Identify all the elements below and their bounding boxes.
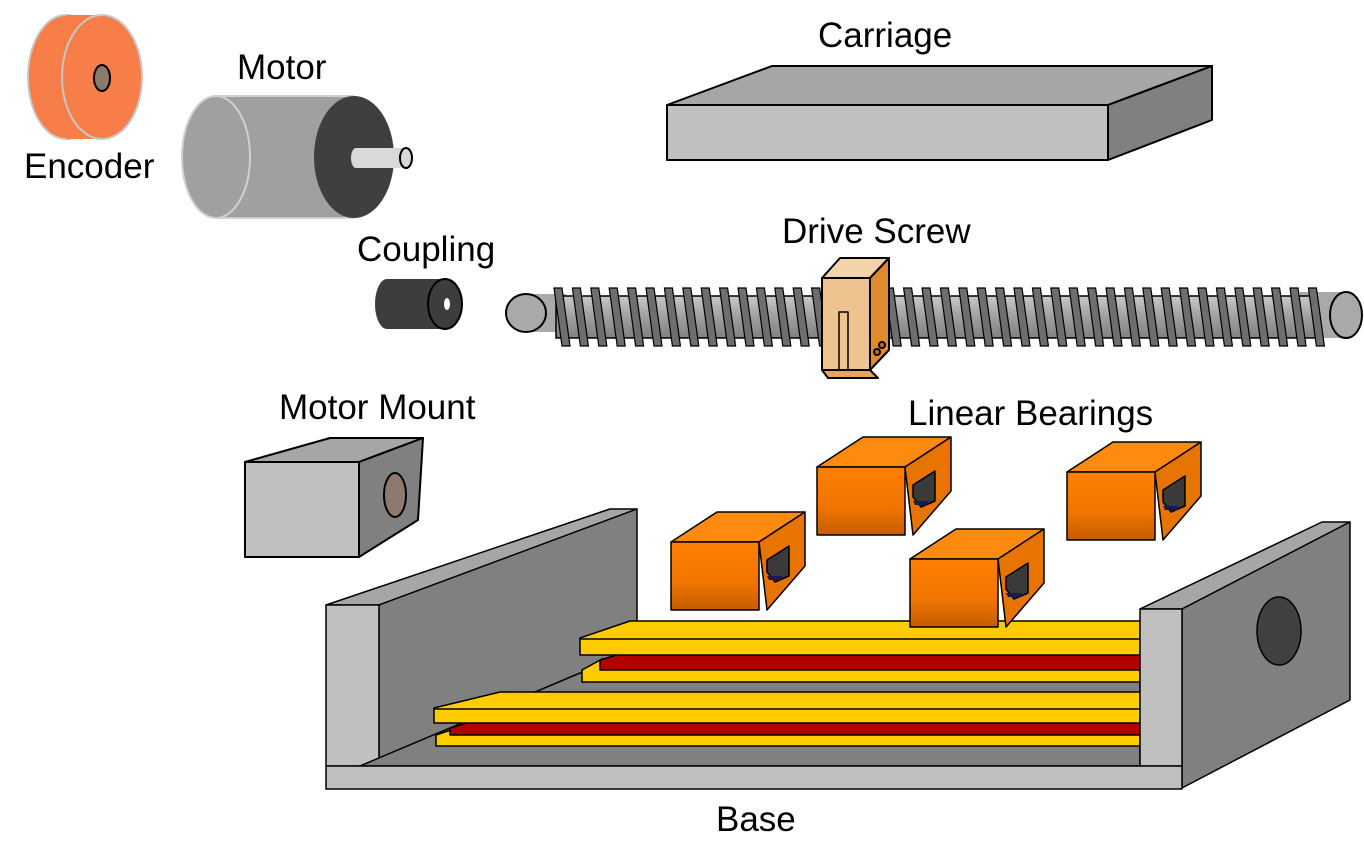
screw-thread-ridge <box>1031 287 1050 347</box>
screw-thread-ridge <box>994 287 1013 347</box>
screw-thread-ridge <box>626 287 645 347</box>
motor-mount-bore <box>383 472 407 518</box>
screw-thread-ridge <box>1068 287 1086 347</box>
screw-thread-ridge <box>1160 287 1178 347</box>
screw-thread-ridge <box>976 287 994 347</box>
screw-thread-ridge <box>1270 287 1289 347</box>
screw-thread-ridge <box>1050 287 1068 347</box>
linear-bearing-block <box>909 528 1045 628</box>
rail-front-upper <box>433 708 1141 724</box>
carriage-label: Carriage <box>818 16 952 55</box>
rail-front-upper-top <box>433 691 1141 711</box>
drive-nut <box>821 257 890 379</box>
screw-thread-ridge <box>645 287 663 347</box>
coupling-bore <box>444 298 450 310</box>
screw-thread-ridge <box>718 287 737 347</box>
screw-thread-ridge <box>608 287 626 347</box>
screw-thread-ridge <box>939 287 958 347</box>
screw-threads <box>553 287 1326 347</box>
linear-bearing-block <box>1066 441 1202 541</box>
motor-shaft <box>356 148 407 168</box>
screw-thread-ridge <box>1142 287 1160 347</box>
screw-thread-ridge <box>921 287 939 347</box>
rail-back-upper <box>579 638 1141 656</box>
screw-thread-ridge <box>1215 287 1234 347</box>
carriage <box>666 65 1213 161</box>
screw-thread-ridge <box>1086 287 1105 347</box>
coupling <box>375 278 463 330</box>
screw-thread-ridge <box>774 287 792 347</box>
screw-thread-ridge <box>1178 287 1197 347</box>
encoder-label: Encoder <box>24 147 155 186</box>
screw-thread-ridge <box>1234 287 1252 347</box>
linear-bearings-label: Linear Bearings <box>908 394 1153 433</box>
rail-back-red <box>599 653 1141 671</box>
motor-mount-label: Motor Mount <box>279 388 476 427</box>
screw-thread-ridge <box>682 287 700 347</box>
screw-thread-ridge <box>590 287 608 347</box>
base-front <box>325 521 1351 790</box>
screw-thread-ridge <box>1013 287 1031 347</box>
screw-thread-ridge <box>571 287 590 347</box>
base-end-hole <box>1256 596 1302 666</box>
screw-thread-ridge <box>1123 287 1142 347</box>
linear-bearing-block <box>670 511 806 611</box>
screw-thread-ridge <box>792 287 810 347</box>
screw-thread-ridge <box>1105 287 1123 347</box>
screw-thread-ridge <box>700 287 718 347</box>
coupling-label: Coupling <box>357 230 495 269</box>
screw-thread-ridge <box>1252 287 1270 347</box>
motor-label: Motor <box>237 48 327 87</box>
screw-thread-ridge <box>663 287 682 347</box>
motor <box>181 95 413 219</box>
base-label: Base <box>716 800 796 839</box>
encoder-hub <box>93 64 111 92</box>
linear-bearing-block <box>816 436 952 536</box>
screw-thread-ridge <box>958 287 976 347</box>
linear-bearings <box>670 436 1202 628</box>
screw-thread-ridge <box>755 287 774 347</box>
screw-thread-ridge <box>1307 287 1326 347</box>
rail-front-red <box>449 721 1141 736</box>
drive-screw-label: Drive Screw <box>782 212 971 251</box>
screw-thread-ridge <box>902 287 921 347</box>
base-plate <box>325 765 1183 790</box>
drive-screw <box>505 287 1363 347</box>
screw-thread-ridge <box>1197 287 1215 347</box>
screw-thread-ridge <box>737 287 755 347</box>
screw-thread-ridge <box>1289 287 1307 347</box>
motor-mount <box>244 437 424 558</box>
screw-thread-ridge <box>553 287 571 347</box>
encoder <box>27 14 143 140</box>
rail-back-upper-top <box>579 620 1141 641</box>
